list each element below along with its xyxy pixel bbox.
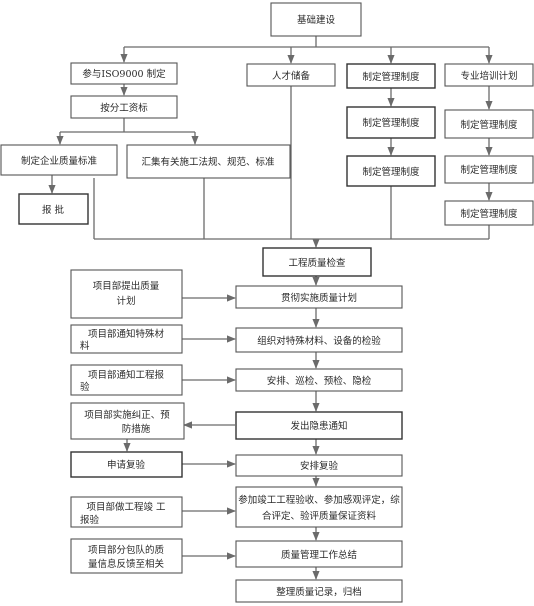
node-mgmt-1-label: 制定管理制度 (362, 117, 420, 129)
node-completion-left-line1: 项目部做工程竣 工 (86, 501, 166, 513)
node-recheck-center (235, 454, 403, 477)
node-train-2 (444, 155, 534, 184)
node-recheck-left (70, 451, 183, 478)
node-summary-center-label: 质量管理工作总结 (281, 549, 357, 561)
node-wage-label: 按分工资标 (100, 102, 148, 114)
node-train-1-label: 制定管理制度 (460, 119, 518, 131)
node-correct-center-label: 发出隐患通知 (290, 420, 347, 432)
node-completion-center (235, 486, 403, 528)
node-notify-left-line2: 料 (80, 340, 90, 352)
node-feedback-left-line1: 项目部分包队的质 (88, 544, 165, 556)
node-inspection (262, 247, 372, 277)
node-regulations (126, 144, 291, 179)
node-regulations-label: 汇集有关施工法规、规范、标准 (141, 156, 275, 168)
node-recheck-center-label: 安排复验 (300, 460, 339, 472)
node-notify-center-label: 组织对特殊材料、设备的检验 (257, 335, 381, 347)
node-completion-left-line2: 报验 (80, 514, 100, 526)
node-mgmt-1 (346, 106, 436, 139)
node-mgmt-system-label: 制定管理制度 (362, 71, 420, 83)
node-plan-left-line2: 计划 (116, 295, 135, 307)
node-plan-left (70, 269, 183, 319)
node-feedback-left-line2: 量信息反馈至相关 (88, 558, 165, 570)
node-plan-center-label: 贯彻实施质量计划 (281, 292, 357, 304)
node-foundation (270, 2, 362, 37)
node-correct-center (235, 411, 403, 440)
node-correct-left (70, 402, 185, 440)
node-quality-std (0, 144, 118, 176)
node-train-2-label: 制定管理制度 (460, 164, 518, 176)
node-training (444, 63, 534, 87)
node-records-center-label: 整理质量记录，归档 (276, 586, 362, 598)
node-iso9000-label: 参与ISO9000 制定 (82, 68, 166, 80)
node-notify-left-line1: 项目部通知特殊材 (88, 328, 165, 340)
node-foundation-label: 基础建设 (297, 14, 336, 26)
node-quality-std-label: 制定企业质量标准 (21, 155, 98, 167)
node-train-1 (444, 109, 534, 139)
node-approve (18, 193, 89, 225)
node-inspection-label: 工程质量检查 (288, 257, 346, 269)
node-report-left-line2: 验 (80, 381, 90, 393)
node-feedback-left (70, 538, 183, 574)
node-iso9000 (70, 62, 178, 85)
node-plan-left-line1: 项目部提出质量 (93, 280, 160, 292)
node-training-label: 专业培训计划 (460, 70, 517, 82)
node-notify-left (70, 324, 183, 354)
node-report-center (235, 368, 403, 392)
node-summary-center (235, 540, 403, 568)
node-completion-center-line2: 合评定、验评质量保证资料 (262, 510, 377, 522)
node-notify-center (235, 327, 403, 353)
node-train-3 (444, 200, 534, 226)
node-mgmt-2 (346, 155, 436, 187)
node-approve-label: 报 批 (42, 204, 65, 216)
connectors (48, 36, 493, 580)
node-talent-label: 人才储备 (272, 70, 311, 82)
node-recheck-left-label: 申请复验 (107, 459, 146, 471)
node-plan-center (235, 285, 403, 309)
node-report-left-line1: 项目部通知工程报 (88, 369, 165, 381)
node-completion-center-line1: 参加竣工工程验收、参加感观评定，综 (238, 494, 400, 506)
node-correct-left-line2: 防措施 (122, 423, 151, 435)
node-report-center-label: 安排、巡检、预检、隐检 (267, 375, 372, 387)
node-correct-left-line1: 项目部实施纠正、预 (84, 409, 170, 421)
node-wage (70, 95, 178, 119)
node-report-left (70, 364, 183, 396)
node-completion-left (70, 496, 183, 528)
node-mgmt-system (346, 63, 436, 89)
node-records-center (235, 579, 403, 603)
node-train-3-label: 制定管理制度 (460, 208, 518, 220)
node-mgmt-2-label: 制定管理制度 (362, 166, 420, 178)
node-talent (246, 63, 336, 87)
